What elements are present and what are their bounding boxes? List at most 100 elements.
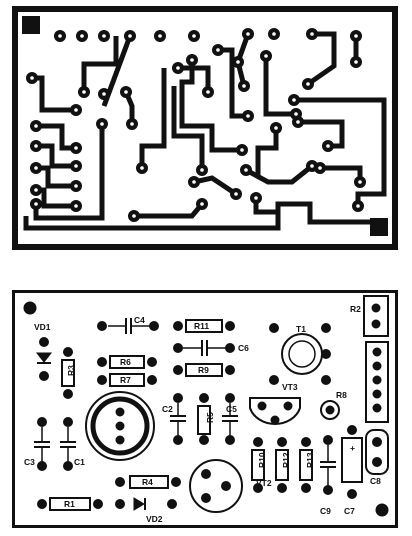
- r1-pad: [93, 499, 103, 509]
- c2-pad: [173, 435, 183, 445]
- c3-pad: [37, 461, 47, 471]
- vd2-pad: [167, 499, 177, 509]
- c4-pad: [97, 321, 107, 331]
- trace-16: [263, 56, 296, 117]
- label-r10: R10: [257, 452, 267, 468]
- t1-core: [288, 340, 316, 368]
- vt3-pad: [283, 401, 293, 411]
- label-c5: C5: [226, 404, 237, 414]
- r13-body: [299, 449, 313, 481]
- r11-body: [185, 319, 223, 333]
- trace-14: [218, 47, 248, 119]
- connector-pad: [372, 375, 382, 385]
- vt2-outline: [189, 459, 243, 513]
- t1-pad: [321, 323, 331, 333]
- c7-body: [341, 437, 363, 483]
- trace-4: [36, 123, 76, 151]
- trace-25: [244, 164, 314, 185]
- vd1-pad: [39, 371, 49, 381]
- label-r3: R3: [66, 365, 76, 376]
- trace-11: [178, 65, 211, 92]
- vt3-pad: [257, 401, 267, 411]
- label-c8: C8: [370, 476, 381, 486]
- r9-body: [185, 363, 223, 377]
- pcb-components-svg: VD1 R3 C4 R11 C6 R6 R9 R7 C3 C1 C2 R5 C5…: [12, 290, 398, 528]
- r2-pad: [371, 303, 381, 313]
- cap-pad: [115, 435, 125, 445]
- vt2-pad: [221, 481, 231, 491]
- mount-hole: [375, 503, 389, 517]
- trace-13: [171, 86, 205, 170]
- r5-body: [197, 405, 211, 435]
- c8-pad: [372, 437, 382, 447]
- connector-pad: [372, 361, 382, 371]
- r4-body: [129, 475, 169, 489]
- c5-pad: [225, 435, 235, 445]
- label-r12: R12: [281, 452, 291, 468]
- label-t1: T1: [296, 324, 306, 334]
- r2-outline: [363, 295, 389, 337]
- r9-pad: [225, 365, 235, 375]
- vt2-pad: [201, 493, 211, 503]
- r8-pad: [325, 405, 335, 415]
- trace-12: [179, 60, 242, 153]
- pad-holes: [30, 32, 362, 218]
- r11-pad: [173, 321, 183, 331]
- trace-18: [306, 31, 337, 87]
- label-vt3: VT3: [282, 382, 298, 392]
- r10-pad: [253, 483, 263, 493]
- trace-2: [81, 36, 119, 92]
- label-c7-polarity: +: [350, 443, 355, 453]
- r12-pad: [277, 483, 287, 493]
- label-vd2: VD2: [146, 514, 163, 524]
- label-c7: C7: [344, 506, 355, 516]
- t1-pad: [269, 323, 279, 333]
- r3-pad: [63, 389, 73, 399]
- label-c3: C3: [24, 457, 35, 467]
- r6-body: [109, 355, 145, 369]
- r1-pad: [37, 499, 47, 509]
- r13-pad: [301, 437, 311, 447]
- label-r11: R11: [194, 321, 209, 331]
- c7-pad: [347, 425, 357, 435]
- t1-pad: [321, 375, 331, 385]
- label-c6: C6: [238, 343, 249, 353]
- label-c2: C2: [162, 404, 173, 414]
- pcb-traces-svg: [12, 6, 398, 250]
- c6-pad: [173, 343, 183, 353]
- r4-pad: [171, 477, 181, 487]
- r4-pad: [115, 477, 125, 487]
- label-vd1: VD1: [34, 322, 51, 332]
- connector-pad: [372, 403, 382, 413]
- cap-pad: [115, 421, 125, 431]
- pcb-traces-board: [12, 6, 398, 250]
- trace-20: [294, 97, 387, 206]
- trace-23: [193, 175, 238, 197]
- c6-pad: [225, 343, 235, 353]
- label-r8: R8: [336, 390, 347, 400]
- r12-body: [275, 449, 289, 481]
- c9-pad: [323, 485, 333, 495]
- label-vt2: VT2: [256, 478, 272, 488]
- trace-ground: [23, 201, 378, 231]
- label-r9: R9: [198, 365, 209, 375]
- r6-pad: [147, 357, 157, 367]
- r7-body: [109, 373, 145, 387]
- r12-pad: [277, 437, 287, 447]
- t1-pad: [269, 375, 279, 385]
- r3-pad: [63, 347, 73, 357]
- r7-pad: [147, 375, 157, 385]
- label-r4: R4: [142, 477, 153, 487]
- vt2-pad: [201, 469, 211, 479]
- r11-pad: [225, 321, 235, 331]
- c4-pad: [149, 321, 159, 331]
- r6-pad: [97, 357, 107, 367]
- corner-pad-tl: [22, 16, 40, 34]
- c9-pad: [323, 435, 333, 445]
- r9-pad: [173, 365, 183, 375]
- trace-1: [33, 124, 105, 221]
- c1-pad: [63, 417, 73, 427]
- mount-hole: [23, 301, 37, 315]
- t1-pad: [321, 349, 331, 359]
- trace-17: [255, 128, 279, 176]
